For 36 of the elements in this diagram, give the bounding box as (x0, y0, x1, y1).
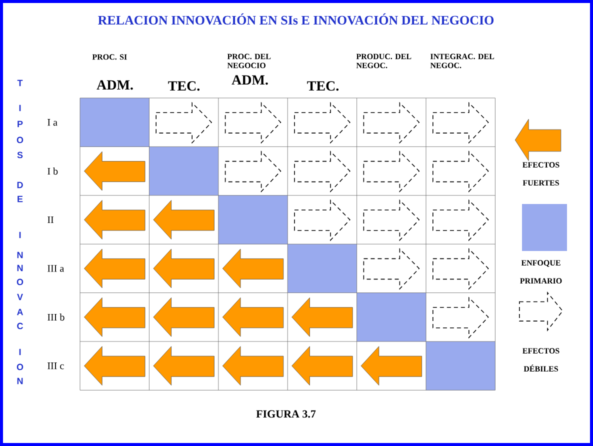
legend-label: EFECTOS DÉBILES (522, 348, 560, 372)
column-heading: ADM. (96, 80, 133, 90)
vertical-letter: D (17, 182, 23, 188)
caption: FIGURA 3.7 (256, 410, 316, 418)
vertical-letter: P (18, 120, 23, 128)
row-label: III a (48, 265, 64, 272)
vertical-letter: I (19, 232, 21, 238)
title: RELACION INNOVACIÓN EN SIs E INNOVACIÓN DEL NEGOCIO (98, 13, 494, 25)
row-label: I a (48, 119, 58, 126)
column-heading: PROC. SI (92, 54, 127, 60)
column-heading: ADM. (232, 75, 268, 85)
column-heading: PRODUC. DEL NEGOC. (356, 54, 412, 68)
column-heading: TEC. (168, 81, 200, 91)
vertical-letter: C (17, 322, 24, 330)
column-heading: TEC. (307, 81, 339, 91)
vertical-letter: E (18, 196, 23, 202)
row-label: II (48, 216, 54, 224)
vertical-letter: V (17, 294, 23, 300)
vertical-letter: N (17, 378, 23, 384)
vertical-letter: N (17, 264, 23, 272)
legend-label: ENFOQUE PRIMARIO (520, 260, 562, 284)
vertical-letter: T (17, 80, 23, 86)
column-heading: INTEGRAC. DEL NEGOC. (430, 54, 494, 68)
vertical-letter: N (17, 252, 23, 258)
vertical-letter: S (17, 152, 23, 158)
vertical-letter: O (16, 136, 24, 144)
row-label: III b (48, 314, 64, 321)
vertical-letter: A (16, 308, 24, 316)
vertical-letter: O (16, 364, 24, 370)
row-label: I b (48, 168, 58, 175)
vertical-letter: O (16, 278, 24, 286)
legend-label: EFECTOS FUERTES (522, 162, 560, 186)
row-label: III c (48, 362, 64, 370)
vertical-letter: I (19, 104, 21, 112)
column-heading: PROC. DEL NEGOCIO (227, 54, 271, 68)
vertical-letter: I (19, 348, 21, 356)
